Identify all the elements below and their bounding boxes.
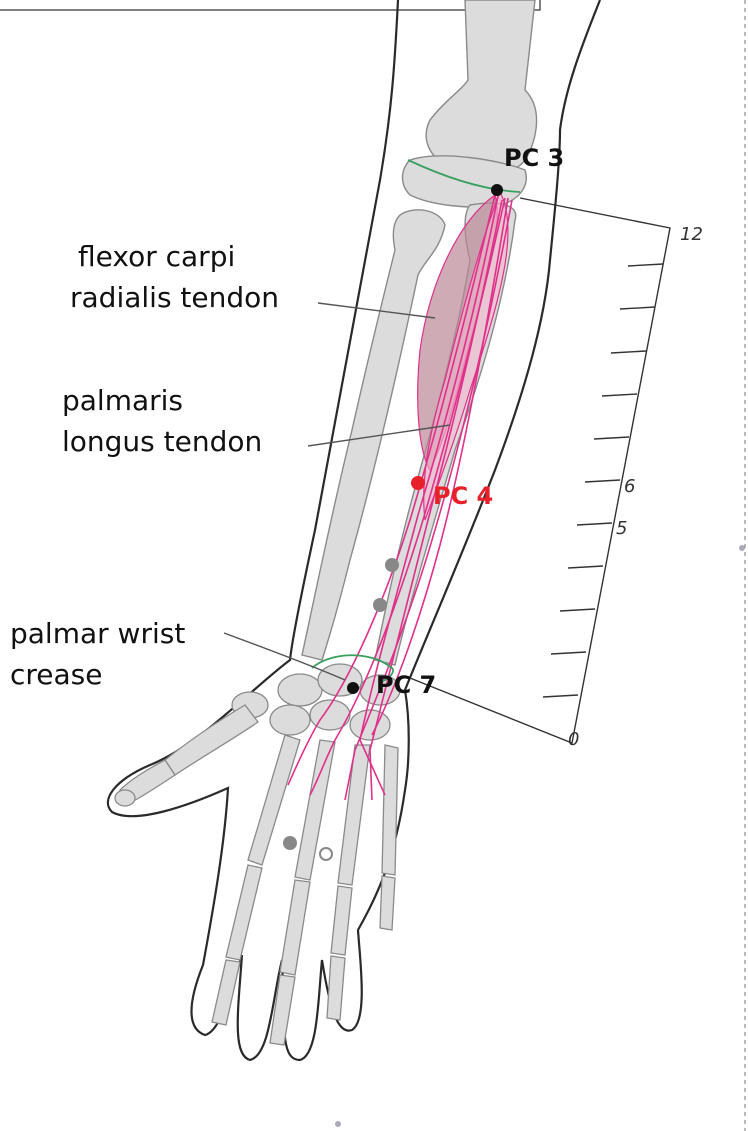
pc4-point — [411, 476, 425, 490]
scale-tick — [628, 264, 663, 266]
flexor-label-line2: radialis tendon — [70, 281, 279, 314]
wrist-label-line2: crease — [10, 658, 103, 691]
scale-tick — [560, 609, 595, 611]
edge-dot — [739, 545, 745, 551]
pc7-point — [347, 682, 359, 694]
scale-label-5: 5 — [616, 518, 627, 539]
pc4-label: PC 4 — [433, 482, 493, 510]
scale-tick — [551, 652, 586, 654]
scale-tick — [585, 480, 620, 482]
scale-label-12: 12 — [680, 224, 703, 245]
pc3-label: PC 3 — [504, 144, 564, 172]
palmaris-label-line1: palmaris — [62, 384, 183, 417]
scale-tick — [577, 523, 612, 525]
flexor-leader — [318, 303, 435, 318]
wrist-label-line1: palmar wrist — [10, 617, 185, 650]
scale-tick — [620, 307, 655, 309]
thumb-bones — [115, 705, 258, 806]
frame-border — [0, 0, 540, 10]
flexor-label-line1: flexor carpi — [78, 240, 235, 273]
scale-tick — [568, 566, 603, 568]
edge-dot-bottom — [335, 1121, 341, 1127]
scale-tick — [594, 437, 629, 439]
scale-tick — [611, 351, 646, 353]
scale-label-0: 0 — [568, 729, 579, 750]
scale-tick — [543, 695, 578, 697]
scale-tick — [602, 394, 637, 396]
pc3-point — [491, 184, 503, 196]
pc7-label: PC 7 — [376, 671, 436, 699]
scale-label-6: 6 — [624, 476, 635, 497]
palmaris-label-line2: longus tendon — [62, 425, 262, 458]
hollow-marker — [320, 848, 332, 860]
